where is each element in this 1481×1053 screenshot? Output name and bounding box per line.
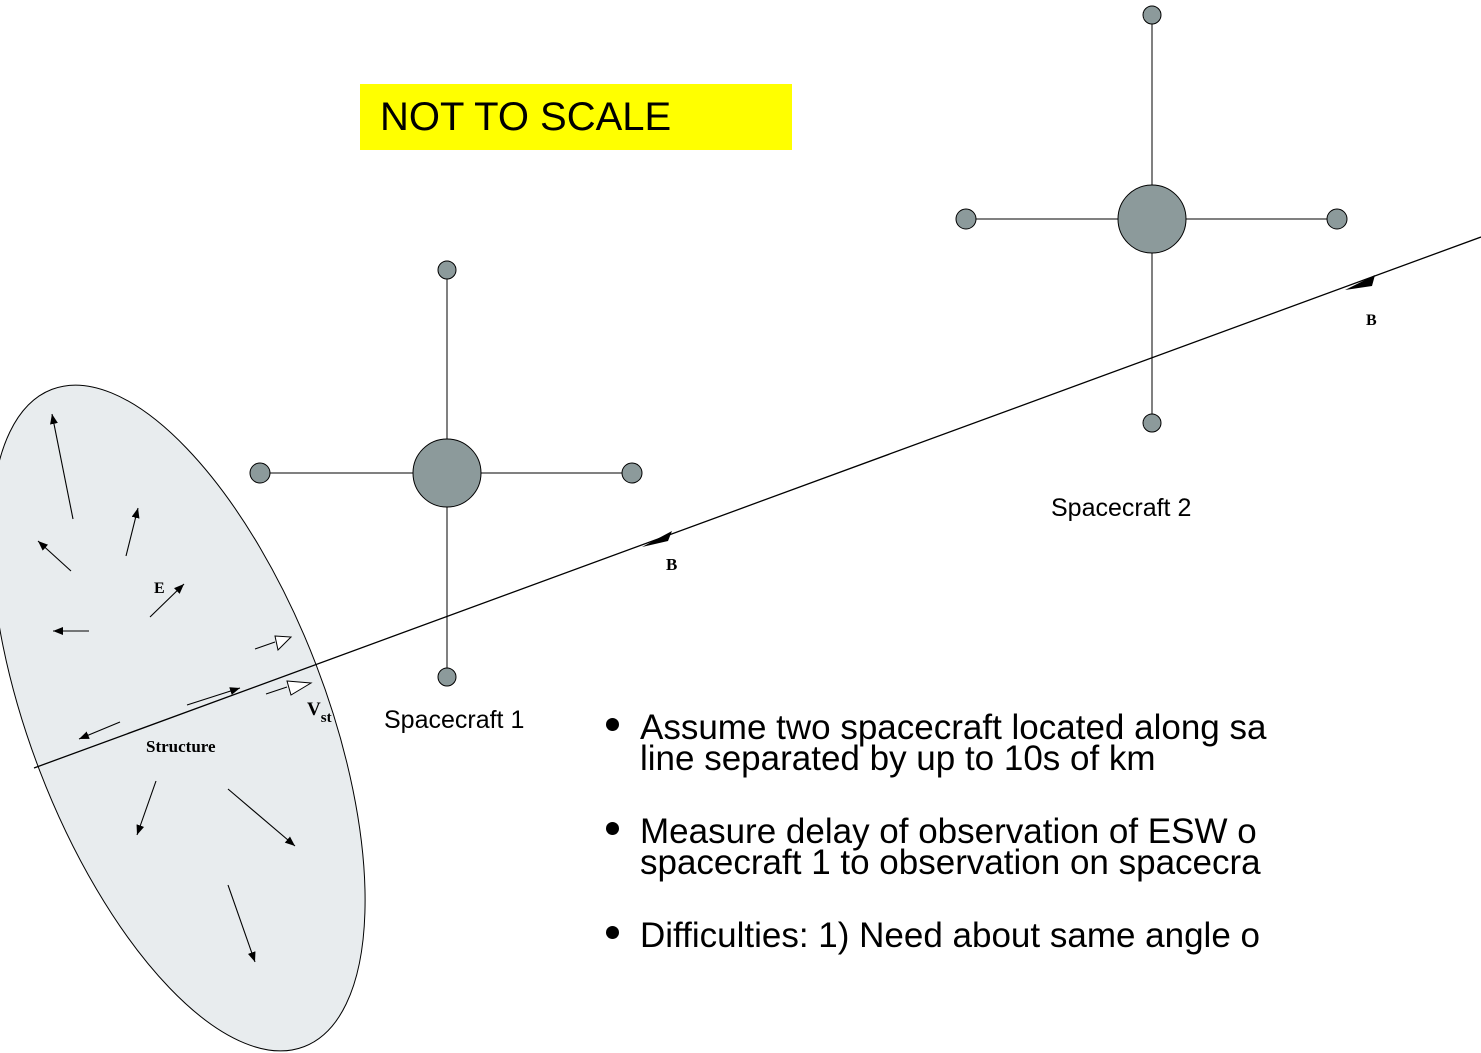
e-label: E: [154, 580, 165, 597]
e-arrow: [125, 507, 140, 557]
bullet-text-line: Difficulties: 1) Need about same angle o: [640, 916, 1260, 955]
spacecraft-1-probe-bottom: [437, 667, 457, 687]
bullet-text-line: Assume two spacecraft located along sa: [640, 708, 1267, 747]
spacecraft-1-probe-right: [621, 462, 643, 484]
e-arrow: [227, 788, 296, 847]
bullet-dot: [606, 822, 619, 835]
e-arrow: [186, 687, 241, 706]
e-arrow: [149, 583, 185, 618]
bullet-text-line: spacecraft 1 to observation on spacecra: [640, 843, 1261, 882]
spacecraft-2-probe-top: [1142, 5, 1162, 25]
bullet-dot: [606, 926, 619, 939]
e-arrow: [37, 540, 72, 572]
spacecraft-2-body: [1117, 184, 1187, 254]
spacecraft-1-probe-top: [437, 260, 457, 280]
spacecraft-1: [249, 260, 643, 687]
e-arrow: [227, 884, 256, 963]
spacecraft-2-label: Spacecraft 2: [1051, 494, 1192, 522]
bullet-text-line: line separated by up to 10s of km: [640, 739, 1156, 778]
velocity-arrows: [254, 635, 313, 696]
structure-ellipse: [0, 384, 366, 1052]
spacecraft-2: [955, 5, 1348, 433]
b-arrow-1: [642, 531, 672, 547]
bullet-item: Assume two spacecraft located along sa l…: [604, 708, 1481, 778]
spacecraft-2-probe-right: [1326, 208, 1348, 230]
field-line: [33, 236, 1481, 769]
bullet-item: Measure delay of observation of ESW o sp…: [604, 812, 1481, 882]
velocity-label-sub: st: [321, 710, 332, 726]
b-label-2: B: [1366, 312, 1377, 329]
bullet-list: Assume two spacecraft located along sa l…: [604, 708, 1481, 993]
not-to-scale-banner: NOT TO SCALE: [360, 84, 792, 150]
e-arrow: [78, 721, 121, 740]
b-arrow-2: [1345, 275, 1375, 290]
spacecraft-2-probe-left: [955, 208, 977, 230]
spacecraft-1-label: Spacecraft 1: [384, 706, 525, 734]
b-label-1: B: [666, 555, 677, 574]
structure-label: Structure: [146, 737, 216, 756]
bullet-dot: [606, 718, 619, 731]
spacecraft-1-body: [412, 438, 482, 508]
bullet-text-line: Measure delay of observation of ESW o: [640, 812, 1257, 851]
e-arrow: [50, 413, 74, 520]
spacecraft-1-probe-left: [249, 462, 271, 484]
bullet-item: Difficulties: 1) Need about same angle o: [604, 916, 1481, 955]
e-field-arrows: [37, 413, 296, 963]
spacecraft-2-probe-bottom: [1142, 413, 1162, 433]
velocity-label: Vst: [307, 699, 332, 726]
e-arrow: [136, 780, 157, 836]
velocity-label-main: V: [307, 699, 321, 720]
